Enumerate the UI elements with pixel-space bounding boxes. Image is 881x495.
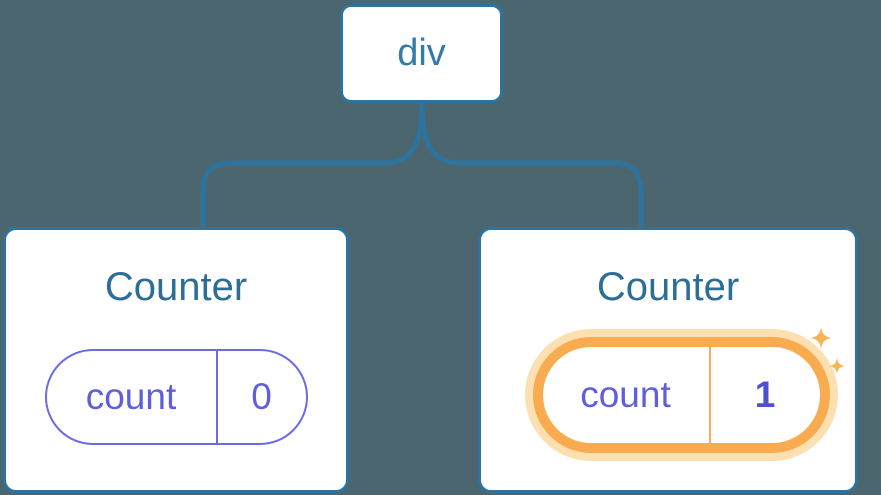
counter-title: Counter bbox=[104, 265, 248, 309]
state-pill: count 1 bbox=[542, 347, 820, 443]
pill-divider bbox=[708, 347, 711, 443]
state-value: 1 bbox=[754, 374, 776, 415]
state-key: count bbox=[85, 376, 177, 417]
pill-divider bbox=[215, 351, 218, 443]
root-node-label: div bbox=[397, 32, 446, 74]
counter-card-right: Counter count 1 bbox=[478, 227, 858, 493]
state-key: count bbox=[580, 374, 671, 415]
state-pill-highlight-halo: count 1 bbox=[524, 329, 838, 461]
state-pill-highlight-ring: count 1 bbox=[532, 337, 830, 453]
state-pill: count 0 bbox=[44, 349, 308, 445]
counter-title: Counter bbox=[596, 265, 740, 309]
state-value: 0 bbox=[251, 376, 272, 417]
counter-card-left: Counter count 0 bbox=[3, 227, 349, 493]
root-node: div bbox=[340, 4, 503, 103]
